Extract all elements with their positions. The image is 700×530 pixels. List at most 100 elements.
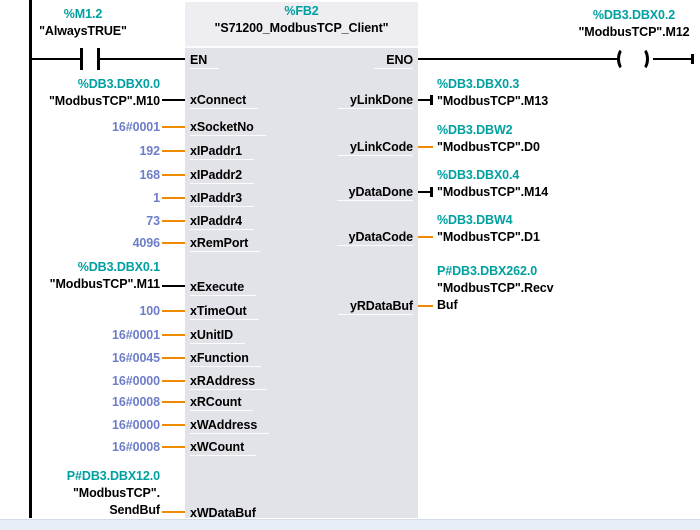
contact-icon[interactable] <box>80 48 83 70</box>
operand-address[interactable]: %DB3.DBX0.1 <box>77 260 160 274</box>
operand-address[interactable]: %DB3.DBW4 <box>437 213 513 227</box>
contact-operand: %M1.2 "AlwaysTRUE" <box>13 6 153 40</box>
value-xunitid[interactable]: 16#0001 <box>112 328 160 342</box>
horizontal-scrollbar[interactable] <box>0 519 700 530</box>
operand-xconnect: %DB3.DBX0.0 "ModbusTCP".M10 <box>0 76 160 110</box>
wire-ylinkdone-tick <box>430 95 433 105</box>
contact-icon[interactable] <box>97 48 100 70</box>
block-address[interactable]: %FB2 <box>284 4 319 18</box>
wire-xwcount <box>162 446 185 448</box>
wire-xrcount <box>162 401 185 403</box>
contact-address[interactable]: %M1.2 <box>63 7 103 21</box>
value-xipaddr1[interactable]: 192 <box>139 144 160 158</box>
contact-name[interactable]: "AlwaysTRUE" <box>39 24 127 38</box>
pin-xsocketno[interactable]: xSocketNo <box>190 119 266 136</box>
coil-icon[interactable] <box>617 47 632 71</box>
power-rail <box>29 0 32 518</box>
operand-name[interactable]: "ModbusTCP".M13 <box>437 94 549 108</box>
pin-xipaddr3[interactable]: xIPaddr3 <box>190 190 255 207</box>
pin-xunitid[interactable]: xUnitID <box>190 327 246 344</box>
operand-address[interactable]: %DB3.DBX0.4 <box>437 168 520 182</box>
pin-eno[interactable]: ENO <box>374 52 413 69</box>
coil-icon[interactable] <box>634 47 649 71</box>
wire-ydatadone <box>418 191 432 193</box>
wire-xraddress <box>162 380 185 382</box>
pin-xipaddr2[interactable]: xIPaddr2 <box>190 167 255 184</box>
value-xraddress[interactable]: 16#0000 <box>112 374 160 388</box>
wire-ylinkdone <box>418 99 432 101</box>
operand-xexecute: %DB3.DBX0.1 "ModbusTCP".M11 <box>0 259 160 293</box>
operand-name[interactable]: "ModbusTCP".D1 <box>437 230 540 244</box>
operand-address[interactable]: P#DB3.DBX12.0 <box>66 469 160 483</box>
pin-xexecute[interactable]: xExecute <box>190 279 257 296</box>
fb-block[interactable] <box>185 2 418 518</box>
coil-name[interactable]: "ModbusTCP".M12 <box>578 25 690 39</box>
pin-xrcount[interactable]: xRCount <box>190 394 254 411</box>
wire-xunitid <box>162 334 185 336</box>
operand-yrdatabuf: P#DB3.DBX262.0 "ModbusTCP".Recv Buf <box>437 263 697 314</box>
pin-xtimeout[interactable]: xTimeOut <box>190 303 259 320</box>
wire-xipaddr4 <box>162 220 185 222</box>
pin-ydatadone[interactable]: yDataDone <box>336 184 413 201</box>
wire-xipaddr3 <box>162 197 185 199</box>
operand-name[interactable]: Buf <box>437 298 458 312</box>
operand-name[interactable]: "ModbusTCP".M10 <box>48 94 160 108</box>
pin-ylinkdone[interactable]: yLinkDone <box>338 92 413 109</box>
value-xremport[interactable]: 4096 <box>132 236 161 250</box>
value-xfunction[interactable]: 16#0045 <box>112 351 160 365</box>
value-xipaddr4[interactable]: 73 <box>146 214 160 228</box>
operand-ydatacode: %DB3.DBW4 "ModbusTCP".D1 <box>437 212 697 246</box>
wire-ydatacode <box>418 236 433 238</box>
value-xipaddr3[interactable]: 1 <box>153 191 160 205</box>
coil-operand: %DB3.DBX0.2 "ModbusTCP".M12 <box>484 7 700 41</box>
operand-address[interactable]: %DB3.DBW2 <box>437 123 513 137</box>
pin-yrdatabuf[interactable]: yRDataBuf <box>338 298 413 315</box>
operand-name[interactable]: "ModbusTCP".M11 <box>49 277 160 291</box>
wire-contact-to-block <box>100 58 185 60</box>
operand-name[interactable]: "ModbusTCP". <box>72 486 160 500</box>
value-xrcount[interactable]: 16#0008 <box>112 395 160 409</box>
coil-address[interactable]: %DB3.DBX0.2 <box>592 8 676 22</box>
wire-rail-to-contact <box>31 58 80 60</box>
pin-xipaddr4[interactable]: xIPaddr4 <box>190 213 255 230</box>
wire-ydatadone-tick <box>430 187 433 197</box>
wire-xfunction <box>162 357 185 359</box>
wire-xwdatabuf <box>162 511 185 513</box>
pin-ylinkcode[interactable]: yLinkCode <box>338 139 413 156</box>
operand-address[interactable]: %DB3.DBX0.0 <box>77 77 160 91</box>
pin-xfunction[interactable]: xFunction <box>190 350 261 367</box>
pin-ydatacode[interactable]: yDataCode <box>336 229 413 246</box>
operand-address[interactable]: P#DB3.DBX262.0 <box>437 264 538 278</box>
fb-block-header <box>185 2 418 48</box>
pin-xipaddr1[interactable]: xIPaddr1 <box>190 143 255 160</box>
operand-name[interactable]: SendBuf <box>109 503 160 517</box>
value-xtimeout[interactable]: 100 <box>139 304 160 318</box>
operand-ylinkdone: %DB3.DBX0.3 "ModbusTCP".M13 <box>437 76 697 110</box>
pin-xremport[interactable]: xRemPort <box>190 235 261 252</box>
pin-xwaddress[interactable]: xWAddress <box>190 417 270 434</box>
value-xwaddress[interactable]: 16#0000 <box>112 418 160 432</box>
wire-coil-to-end <box>653 58 693 60</box>
pin-en[interactable]: EN <box>190 52 220 69</box>
value-xipaddr2[interactable]: 168 <box>139 168 160 182</box>
operand-address[interactable]: %DB3.DBX0.3 <box>437 77 520 91</box>
wire-xipaddr1 <box>162 150 185 152</box>
wire-xexecute <box>162 285 185 287</box>
operand-name[interactable]: "ModbusTCP".Recv <box>437 281 554 295</box>
pin-xraddress[interactable]: xRAddress <box>190 373 268 390</box>
pin-xwcount[interactable]: xWCount <box>190 439 257 456</box>
wire-eno-to-coil <box>418 58 618 60</box>
operand-name[interactable]: "ModbusTCP".M14 <box>437 185 549 199</box>
wire-xconnect <box>162 99 185 101</box>
operand-name[interactable]: "ModbusTCP".D0 <box>437 140 540 154</box>
pin-xconnect[interactable]: xConnect <box>190 92 259 109</box>
value-xwcount[interactable]: 16#0008 <box>112 440 160 454</box>
wire-yrdatabuf <box>418 305 433 307</box>
wire-xtimeout <box>162 310 185 312</box>
wire-xwaddress <box>162 424 185 426</box>
wire-xsocketno <box>162 126 185 128</box>
wire-xipaddr2 <box>162 174 185 176</box>
block-title[interactable]: "S71200_ModbusTCP_Client" <box>214 21 389 35</box>
value-xsocketno[interactable]: 16#0001 <box>112 120 160 134</box>
operand-xwdatabuf: P#DB3.DBX12.0 "ModbusTCP". SendBuf <box>0 468 160 519</box>
